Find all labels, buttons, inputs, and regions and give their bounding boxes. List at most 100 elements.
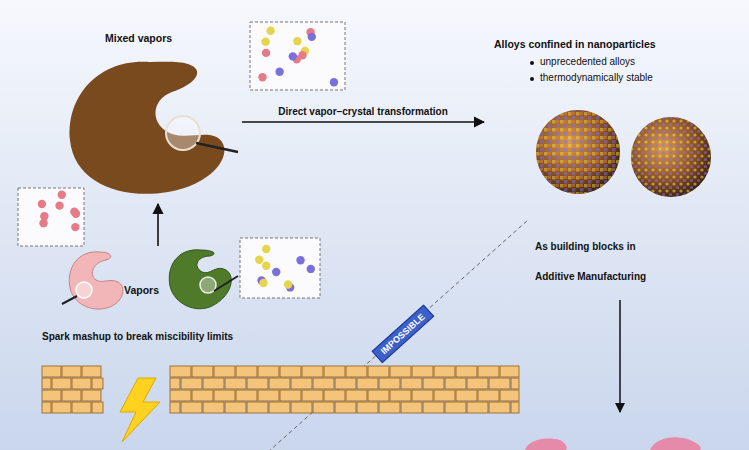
magnifier	[76, 282, 92, 298]
brick	[170, 402, 180, 413]
brick	[335, 378, 356, 389]
printed-part	[525, 438, 567, 450]
vapor-atom	[39, 219, 47, 227]
brick	[467, 402, 488, 413]
caption-text: Spark mashup to break miscibility limits	[42, 331, 233, 342]
application-text: As building blocks in Additive Manufactu…	[535, 232, 675, 292]
magnifier	[200, 277, 216, 293]
vapor-drop-green	[169, 250, 231, 309]
magnifier-handle	[196, 143, 238, 152]
brick	[247, 378, 268, 389]
vapor-atom	[266, 27, 274, 35]
brick	[280, 390, 301, 401]
brick	[82, 390, 101, 401]
brick	[291, 402, 312, 413]
vapor-atom	[272, 268, 280, 276]
edge-label: Direct vapor–crystal transformation	[278, 106, 448, 117]
brick	[42, 366, 61, 377]
brick	[203, 378, 224, 389]
vapor-atom	[298, 51, 306, 59]
printed-part	[650, 437, 701, 450]
brick	[192, 366, 213, 377]
brick	[42, 402, 51, 413]
brick	[313, 378, 334, 389]
heading-text: Alloys confined in nanoparticles	[494, 38, 656, 50]
brick	[170, 366, 191, 377]
vapor-atom	[38, 200, 46, 208]
brick	[368, 390, 389, 401]
brick	[42, 378, 51, 389]
brick	[269, 378, 290, 389]
vapor-group: Vapors	[58, 248, 248, 328]
nanoparticle	[536, 110, 620, 194]
brick	[467, 378, 488, 389]
inset-box	[250, 22, 345, 90]
brick	[170, 390, 191, 401]
brick	[478, 390, 499, 401]
brick	[478, 366, 499, 377]
process-arrow	[157, 204, 159, 246]
brick	[379, 402, 400, 413]
nanoparticle-group: Alloys confined in nanoparticlesunpreced…	[488, 36, 736, 208]
vapor-atom	[55, 201, 63, 209]
brick	[214, 366, 235, 377]
brick	[203, 402, 224, 413]
process-arrow	[242, 121, 484, 123]
brick	[489, 378, 510, 389]
brick	[445, 378, 466, 389]
spark-bolt	[120, 378, 160, 442]
brick	[52, 378, 71, 389]
brick	[368, 366, 389, 377]
vapor-atom	[262, 49, 270, 57]
magnifier-handle	[214, 276, 238, 291]
process-arrow	[619, 300, 621, 412]
brick	[346, 390, 367, 401]
brick	[82, 366, 101, 377]
brick	[247, 402, 268, 413]
brick	[357, 378, 378, 389]
vapor-atom	[58, 191, 66, 199]
vapor-atom	[293, 37, 301, 45]
brick	[390, 366, 411, 377]
brick	[72, 378, 91, 389]
brick	[511, 402, 519, 413]
brick	[258, 390, 279, 401]
brick	[313, 402, 334, 413]
magnifier-handle	[62, 296, 77, 304]
brick	[280, 366, 301, 377]
brick	[434, 366, 455, 377]
brick	[335, 402, 356, 413]
brick	[225, 402, 246, 413]
bullet-dot	[530, 61, 534, 65]
brick	[401, 378, 422, 389]
nanoparticle	[631, 117, 711, 197]
brick	[412, 366, 433, 377]
brick	[92, 402, 103, 413]
brick	[258, 366, 279, 377]
mixed-vapor-group: Mixed vapors	[60, 28, 240, 200]
brick	[412, 390, 433, 401]
vapor-atom	[262, 245, 270, 253]
vapor-atom	[296, 256, 304, 264]
brick	[423, 378, 444, 389]
bullet-dot	[530, 77, 534, 81]
brick	[214, 390, 235, 401]
impossible-tag: IMPOSSIBLE	[372, 305, 434, 363]
brick	[434, 390, 455, 401]
brick	[302, 366, 323, 377]
vapor-atom	[275, 68, 283, 76]
brick	[302, 390, 323, 401]
brick	[236, 366, 257, 377]
mixed-vapor-drop	[70, 62, 225, 194]
inset-box	[18, 188, 84, 246]
brick	[62, 390, 81, 401]
vapor-atom	[255, 256, 263, 264]
vapor-atom	[259, 279, 267, 287]
brick	[72, 402, 91, 413]
vapor-atom	[308, 33, 316, 41]
brick	[423, 402, 444, 413]
brick	[181, 378, 202, 389]
brick	[62, 366, 81, 377]
